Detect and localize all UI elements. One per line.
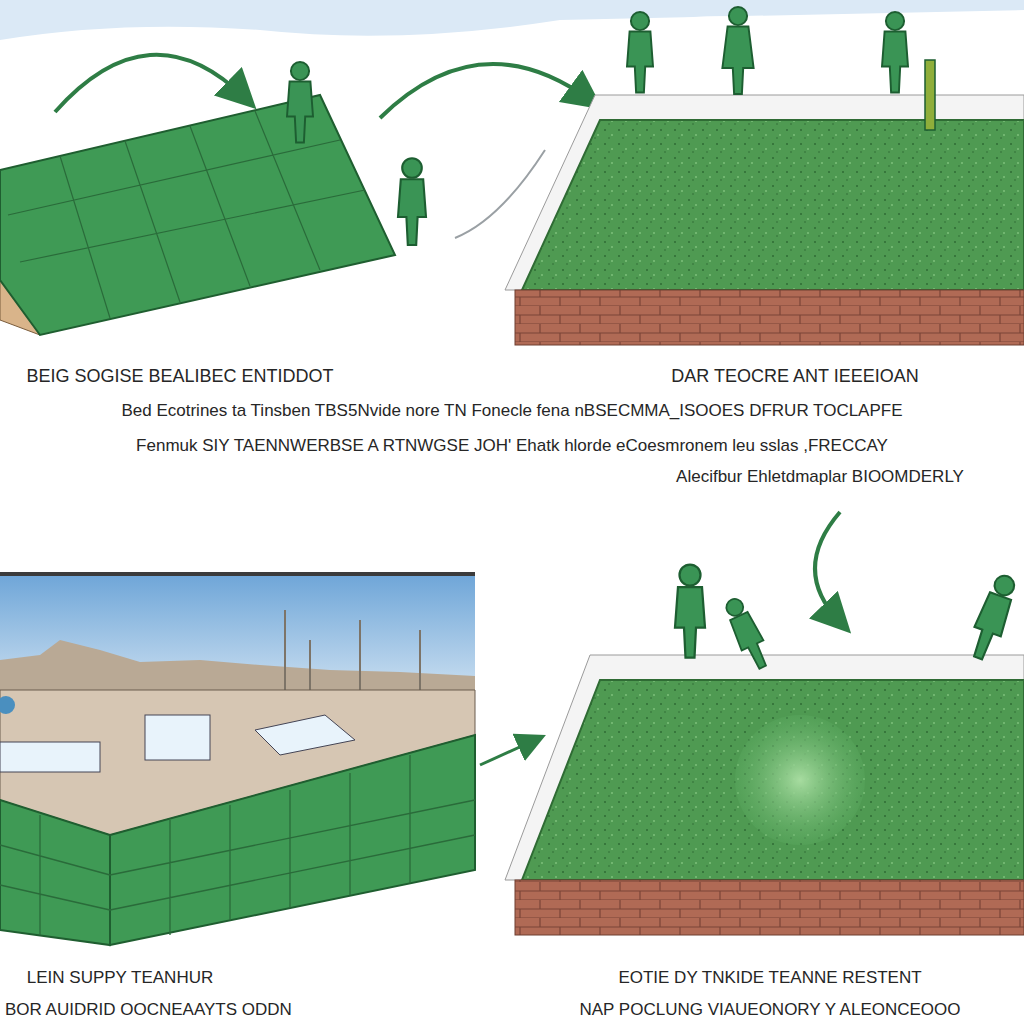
pointer-arrow (480, 740, 535, 765)
caption-text: Alecifbur Ehletdmaplar BIOOMDERLY (676, 467, 964, 487)
guide-line (455, 150, 545, 238)
worker-figures (287, 7, 1021, 672)
cloud (650, 16, 790, 44)
caption-text: BOR AUIDRID OOCNEAAYTS ODDN (5, 1000, 292, 1020)
curved-arrow (55, 55, 245, 112)
curved-arrow (815, 512, 840, 622)
site-box (0, 572, 475, 945)
raised-bed (505, 655, 1024, 935)
raised-bed (505, 95, 1024, 345)
sloped-roof (0, 95, 395, 335)
caption-text: DAR TEOCRE ANT IEEEIOAN (671, 366, 918, 387)
caption-text: Fenmuk SIY TAENNWERBSE A RTNWGSE JOH' Eh… (136, 436, 888, 456)
caption-text: Bed Ecotrines ta Tinsben TBS5Nvide nore … (121, 401, 902, 421)
caption-text: NAP POCLUNG VIAUEONORY Y ALEONCEOOO (579, 1000, 960, 1020)
caption-text: EOTIE DY TNKIDE TEANNE RESTENT (618, 968, 921, 988)
caption-text: LEIN SUPPY TEANHUR (27, 968, 213, 988)
curved-arrow (380, 64, 590, 118)
sky (0, 0, 1024, 40)
caption-text: BEIG SOGISE BEALIBEC ENTIDDOT (26, 366, 333, 387)
